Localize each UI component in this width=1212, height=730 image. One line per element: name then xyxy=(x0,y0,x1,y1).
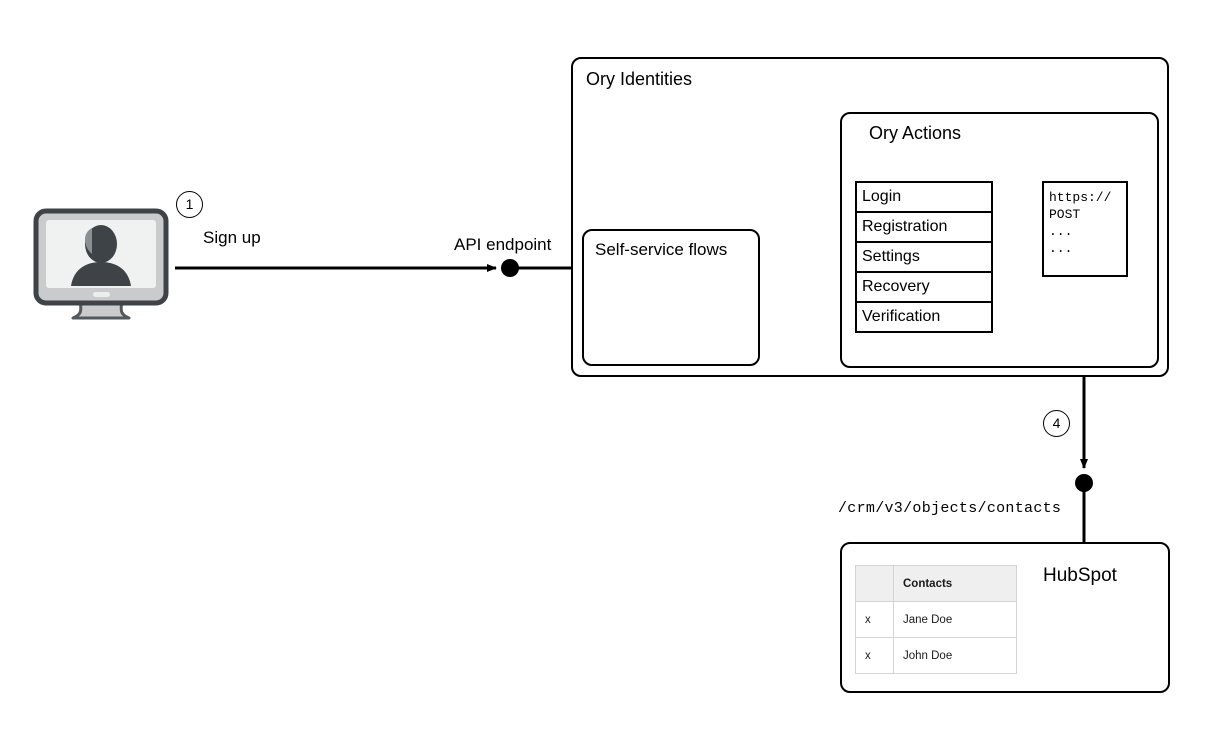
row-name-cell: Jane Doe xyxy=(893,601,1017,638)
api-endpoint-label: API endpoint xyxy=(454,235,552,254)
step-badge-4: 4 xyxy=(1043,410,1070,437)
table-header-check xyxy=(855,565,894,602)
flow-list: Login Registration Settings Recovery Ver… xyxy=(855,181,993,333)
flow-item-recovery[interactable]: Recovery xyxy=(857,271,991,301)
table-header-contacts: Contacts xyxy=(893,565,1017,602)
contacts-table: Contacts x Jane Doe x John Doe xyxy=(855,565,1017,674)
table-row[interactable]: x Jane Doe xyxy=(855,601,1017,638)
row-check-cell[interactable]: x xyxy=(855,601,894,638)
step-badge-1: 1 xyxy=(176,191,203,218)
self-service-flows-title: Self-service flows xyxy=(595,240,728,259)
self-service-flows-box xyxy=(582,229,760,366)
webhook-request-code: https:// POST ... ... xyxy=(1049,190,1112,256)
row-check-cell[interactable]: x xyxy=(855,637,894,674)
api-endpoint-dot xyxy=(501,259,519,277)
hubspot-title: HubSpot xyxy=(1043,565,1117,586)
flow-item-login[interactable]: Login xyxy=(857,181,991,211)
flow-item-settings[interactable]: Settings xyxy=(857,241,991,271)
flow-item-registration[interactable]: Registration xyxy=(857,211,991,241)
crm-api-path-label: /crm/v3/objects/contacts xyxy=(838,500,1062,517)
flow-item-verification[interactable]: Verification xyxy=(857,301,991,331)
ory-actions-title: Ory Actions xyxy=(869,123,962,143)
table-header-row: Contacts xyxy=(855,565,1017,602)
ory-identities-title: Ory Identities xyxy=(586,69,693,89)
monitor-user-icon xyxy=(33,208,169,320)
webhook-request-box: https:// POST ... ... xyxy=(1042,181,1128,277)
signup-label: Sign up xyxy=(203,228,261,247)
table-row[interactable]: x John Doe xyxy=(855,637,1017,674)
row-name-cell: John Doe xyxy=(893,637,1017,674)
